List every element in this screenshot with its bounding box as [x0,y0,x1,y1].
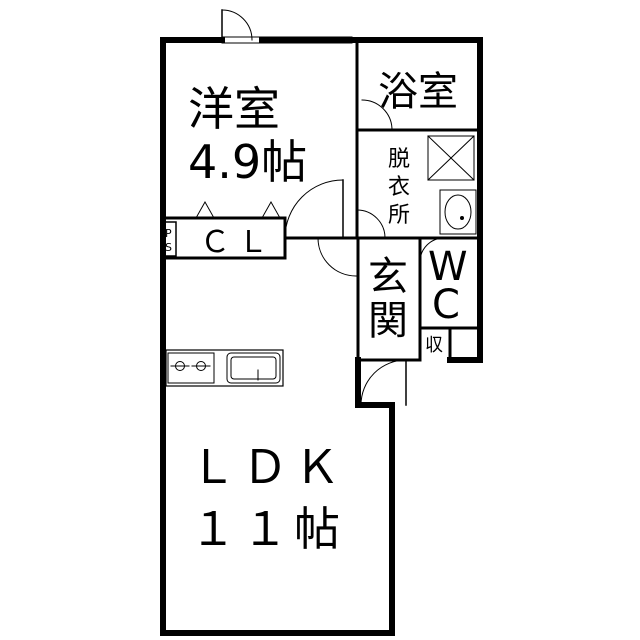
wc-label-2: C [432,282,460,328]
door-swing-dressing [356,209,386,239]
door-swing-wc [419,237,445,263]
western-room-size: 4.9帖 [188,135,307,189]
storage-name: 収 [425,335,443,356]
kitchen-counter [165,349,284,387]
door-swing-bath [361,99,393,131]
ps-box [162,221,177,257]
western-room-name: 洋室 [188,82,280,136]
door-swing-top [221,9,253,41]
entrance-label-1: 玄 [368,254,408,300]
window-top [221,36,353,44]
entrance-label-2: 関 [368,298,408,344]
outer-walls [160,37,483,636]
closet-door-marks [195,200,281,219]
dressing-label-3: 所 [388,203,410,228]
ldk-size: １１帖 [190,502,346,556]
ps-label-2: S [165,241,172,254]
door-swing-ldk [317,237,357,277]
closet-name: ＣＬ [200,225,276,260]
ps-label-1: P [165,227,172,240]
dressing-label-1: 脱 [388,147,410,172]
door-swing-western-room [284,179,344,239]
bath-name: 浴室 [378,69,458,115]
washbasin [439,189,477,235]
washing-machine-pan [427,135,475,181]
dressing-label-2: 衣 [388,175,410,200]
wc-label-1: W [428,244,468,290]
door-swing-entrance [360,359,407,406]
ldk-name: ＬＤＫ [190,440,346,494]
